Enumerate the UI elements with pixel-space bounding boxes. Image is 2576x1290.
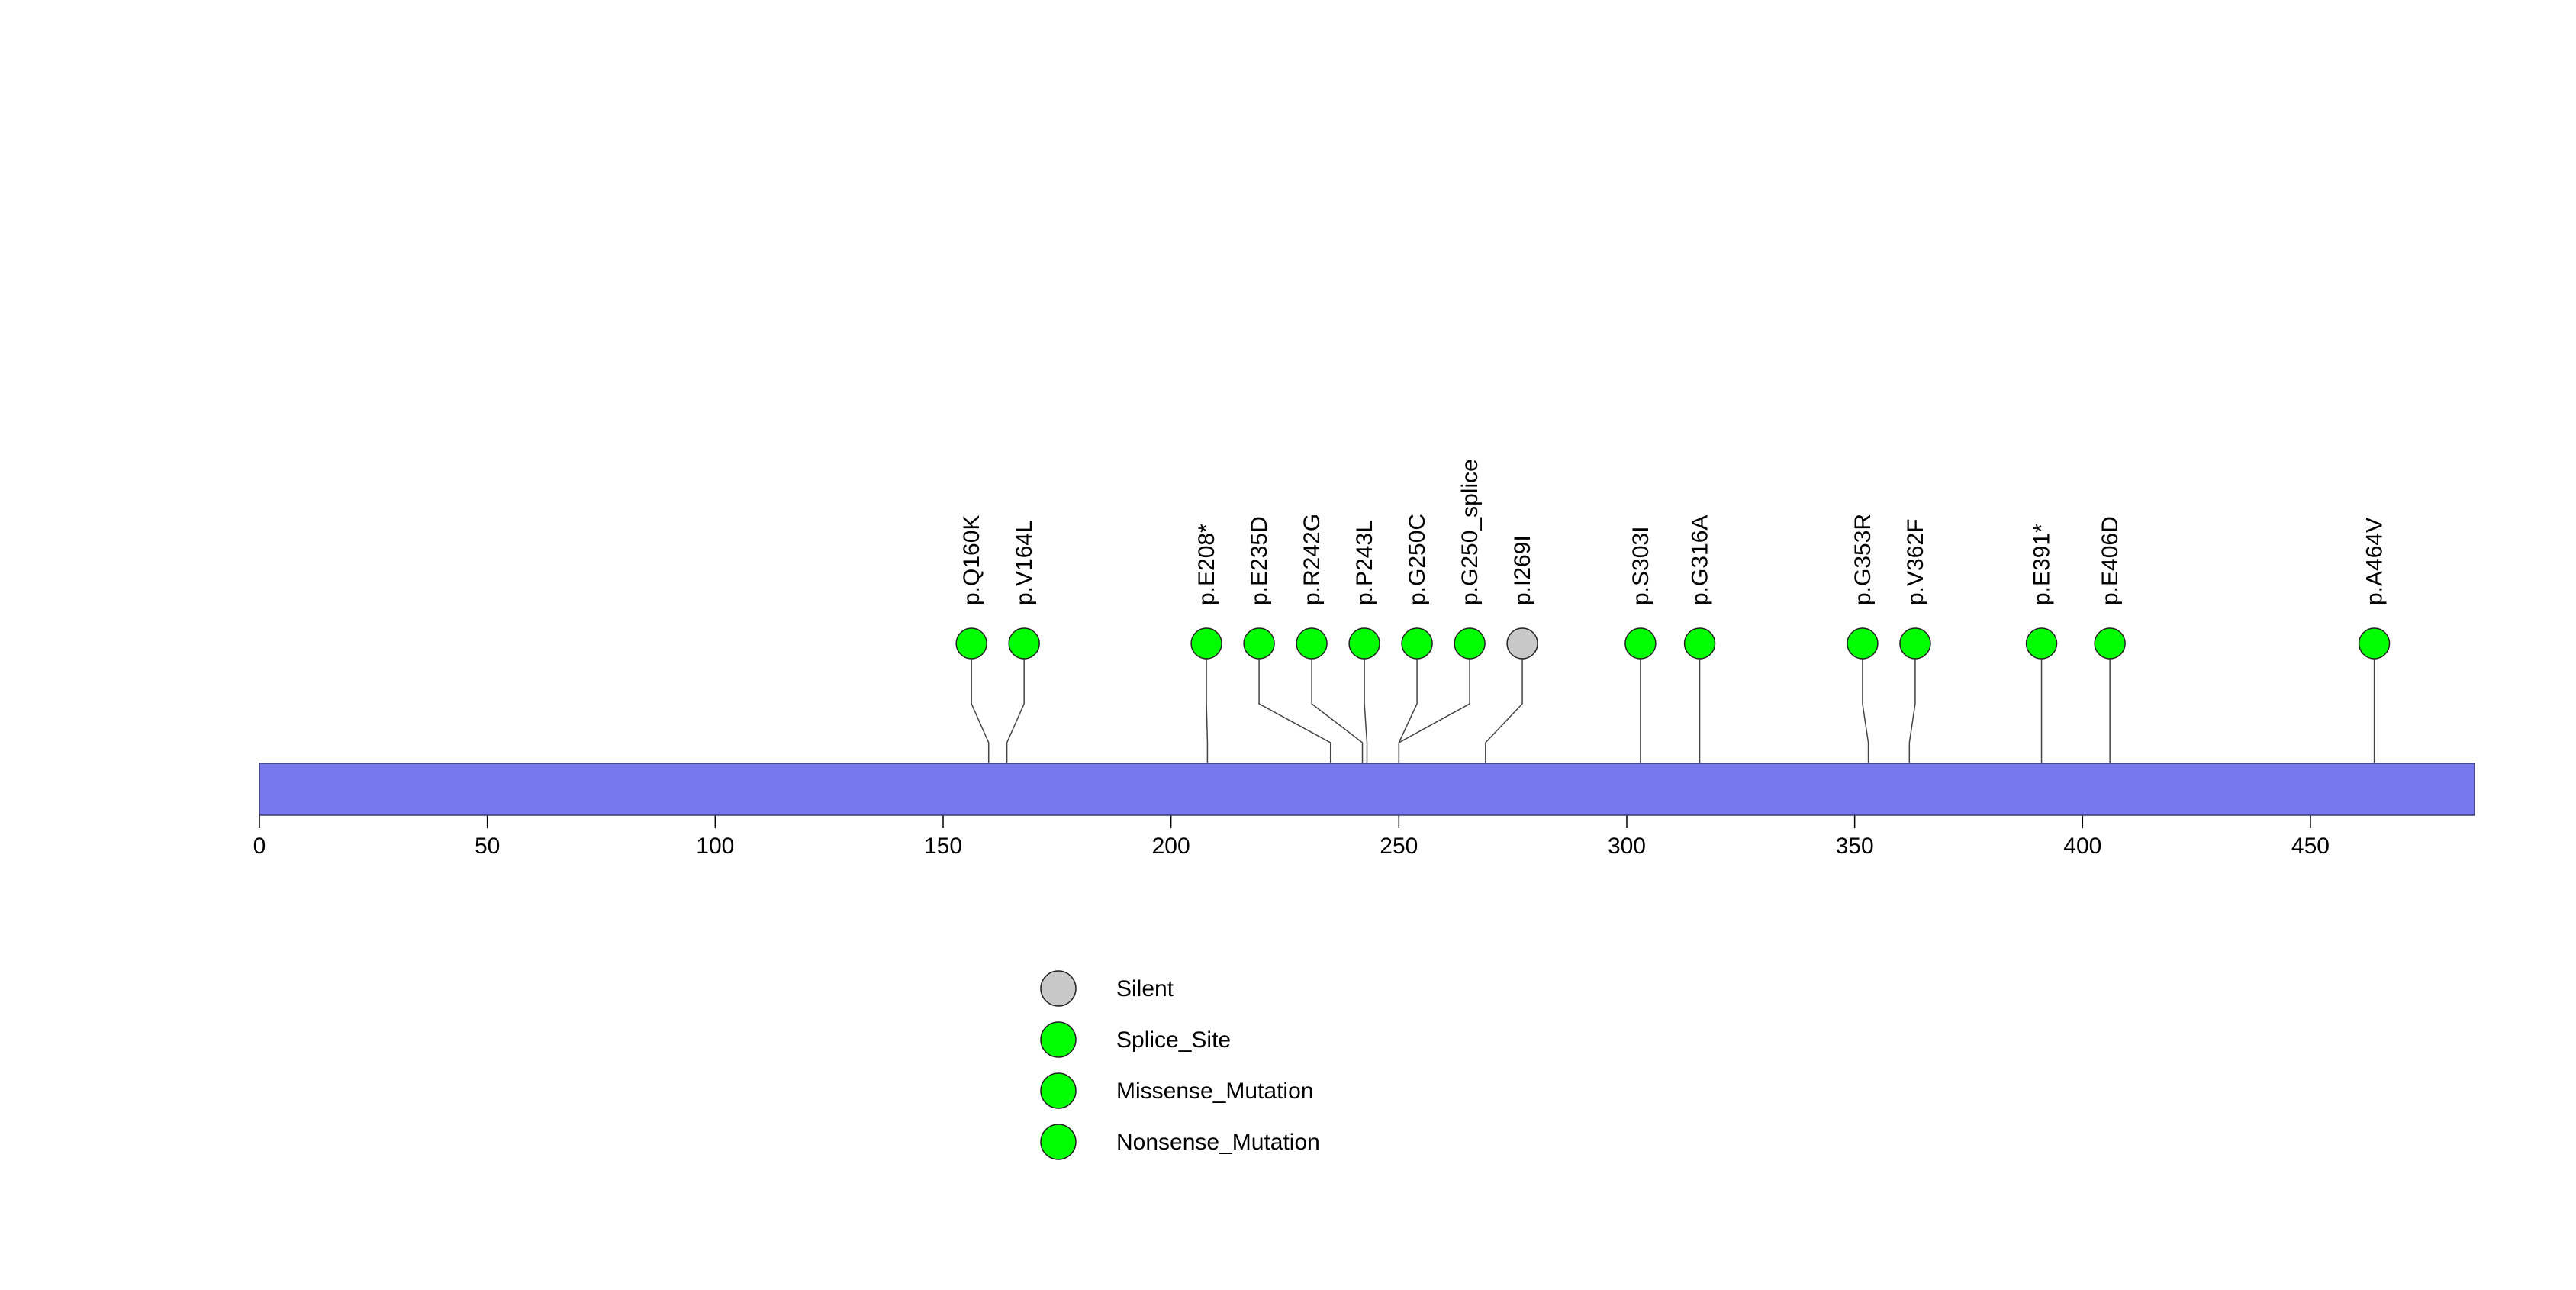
mutation-head — [1899, 627, 1931, 660]
mutation-stem — [1398, 643, 1470, 763]
mutation-label: p.R242G — [1299, 514, 1325, 605]
protein-bar-layer — [259, 763, 2475, 816]
mutation-stem — [1908, 643, 1916, 763]
mutation-head — [1401, 627, 1433, 660]
mutation-stem — [1206, 643, 1209, 763]
mutation-label: p.V164L — [1012, 520, 1037, 605]
x-tick-label: 100 — [696, 834, 734, 859]
x-tick-label: 400 — [2063, 834, 2101, 859]
mutation-labels: p.Q160K p.V164L p.E208* p.E235D p.R242G p.P24… — [959, 459, 2387, 605]
mutation-label: p.Q160K — [959, 515, 984, 605]
mutation-stem — [1364, 643, 1368, 763]
x-tick-label: 50 — [475, 834, 500, 859]
mutation-head — [955, 627, 987, 660]
mutation-stem — [1398, 643, 1418, 763]
x-tick-label: 450 — [2291, 834, 2330, 859]
legend-label: Splice_Site — [1116, 1027, 1231, 1053]
mutation-label: p.S303I — [1628, 527, 1653, 605]
mutation-head — [1506, 627, 1538, 660]
mutation-label: p.G353R — [1850, 514, 1876, 605]
legend-swatch — [1040, 1072, 1077, 1109]
mutation-stem — [1862, 643, 1869, 763]
mutation-label: p.V362F — [1903, 519, 1928, 605]
protein-bar — [259, 763, 2475, 816]
legend-swatch — [1040, 1021, 1077, 1058]
mutation-label: p.G250_splice — [1457, 459, 1483, 605]
mutation-head — [1454, 627, 1486, 660]
x-tick-label: 200 — [1152, 834, 1190, 859]
mutation-label: p.P243L — [1352, 520, 1377, 605]
mutation-head — [1624, 627, 1657, 660]
x-axis: 0 50 100 150 200 250 300 350 400 450 — [253, 815, 2330, 859]
mutation-stem — [1006, 643, 1025, 763]
x-tick-label: 300 — [1608, 834, 1646, 859]
mutation-heads — [955, 627, 2391, 660]
mutation-stem — [1485, 643, 1523, 763]
mutation-head — [2358, 627, 2391, 660]
mutation-head — [1348, 627, 1380, 660]
mutation-label: p.E406D — [2098, 516, 2123, 605]
x-tick-label: 350 — [1836, 834, 1874, 859]
x-tick-label: 250 — [1380, 834, 1418, 859]
mutation-head — [1847, 627, 1879, 660]
mutation-head — [2094, 627, 2126, 660]
mutation-label: p.E235D — [1247, 516, 1272, 605]
mutation-head — [1243, 627, 1275, 660]
legend: SilentSplice_SiteMissense_MutationNonsen… — [1040, 970, 1320, 1160]
legend-label: Missense_Mutation — [1116, 1079, 1313, 1104]
legend-label: Silent — [1116, 976, 1174, 1001]
mutation-head — [1683, 627, 1716, 660]
legend-label: Nonsense_Mutation — [1116, 1130, 1320, 1155]
mutation-label: p.A464V — [2362, 518, 2388, 605]
mutation-head — [2025, 627, 2058, 660]
mutation-stems — [971, 643, 2375, 763]
mutation-stem — [1258, 643, 1331, 763]
mutation-label: p.E391* — [2030, 524, 2055, 605]
mutation-label: p.E208* — [1194, 524, 1219, 605]
x-tick-label: 150 — [924, 834, 962, 859]
x-tick-label: 0 — [253, 834, 266, 859]
mutation-label: p.G316A — [1688, 515, 1713, 605]
mutation-stem — [1311, 643, 1364, 763]
mutation-label: p.I269I — [1510, 535, 1535, 605]
mutation-head — [1296, 627, 1328, 660]
legend-swatch — [1040, 970, 1077, 1007]
mutation-head — [1190, 627, 1222, 660]
mutation-head — [1008, 627, 1040, 660]
legend-swatch — [1040, 1124, 1077, 1160]
mutation-stem — [971, 643, 990, 763]
mutation-label: p.G250C — [1405, 514, 1430, 605]
